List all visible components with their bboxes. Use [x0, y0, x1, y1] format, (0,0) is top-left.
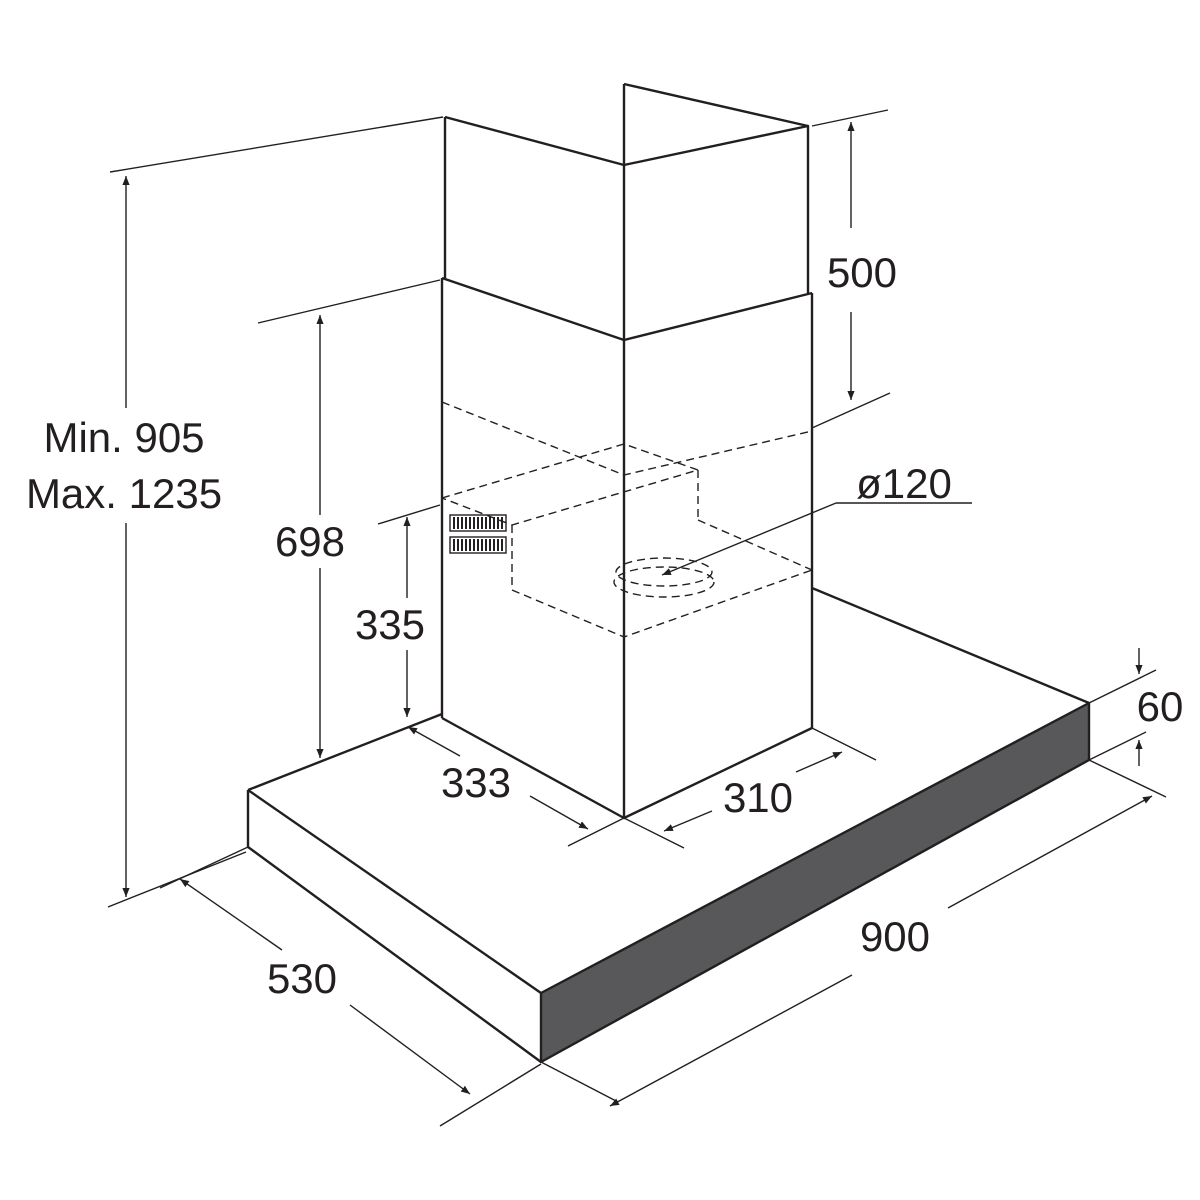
label-motor-depth: 333 — [441, 759, 511, 806]
label-max-height: Max. 1235 — [26, 470, 222, 517]
dim-canopy-width — [540, 795, 1153, 1107]
grille-slot — [461, 517, 463, 529]
label-upper-chimney: 500 — [827, 249, 897, 296]
dim-canopy-thickness — [1088, 648, 1167, 798]
grille-slot — [477, 517, 479, 529]
grille-slot — [477, 539, 479, 551]
grille-slot — [497, 539, 499, 551]
grille-slot — [457, 539, 459, 551]
dim-motor-width — [623, 727, 877, 849]
label-lower-chimney: 698 — [275, 518, 345, 565]
label-motor-height: 335 — [355, 601, 425, 648]
vent-grille — [449, 514, 507, 554]
grille-slot — [465, 517, 467, 529]
grille-slot — [453, 539, 455, 551]
grille-slot — [501, 539, 503, 551]
label-canopy-width: 900 — [860, 913, 930, 960]
dim-outlet-diameter — [661, 502, 972, 576]
motor-unit-hidden — [441, 401, 813, 818]
grille-slot — [493, 539, 495, 551]
grille-slot — [469, 539, 471, 551]
label-motor-width: 310 — [723, 774, 793, 821]
label-canopy-thickness: 60 — [1137, 683, 1184, 730]
grille-slot — [485, 517, 487, 529]
grille-slot — [473, 517, 475, 529]
label-min-height: Min. 905 — [43, 414, 204, 461]
grille-slot — [485, 539, 487, 551]
dim-motor-depth — [407, 726, 625, 847]
grille-slot — [473, 539, 475, 551]
upper-chimney — [443, 82, 810, 340]
label-outlet-diameter: ø120 — [856, 460, 952, 507]
canopy — [246, 586, 1091, 1064]
grille-slot — [469, 517, 471, 529]
dim-canopy-depth — [159, 846, 542, 1127]
grille-slot — [489, 539, 491, 551]
grille-slot — [457, 517, 459, 529]
grille-slot — [489, 517, 491, 529]
dim-upper-chimney — [811, 109, 891, 429]
dim-motor-height — [377, 504, 441, 717]
grille-slot — [481, 539, 483, 551]
dim-lower-chimney — [257, 279, 441, 758]
grille-slot — [497, 517, 499, 529]
grille-slot — [501, 517, 503, 529]
grille-slot — [481, 517, 483, 529]
grille-slot — [493, 517, 495, 529]
grille-slot — [465, 539, 467, 551]
grille-slot — [453, 517, 455, 529]
label-canopy-depth: 530 — [267, 955, 337, 1002]
grille-slot — [461, 539, 463, 551]
